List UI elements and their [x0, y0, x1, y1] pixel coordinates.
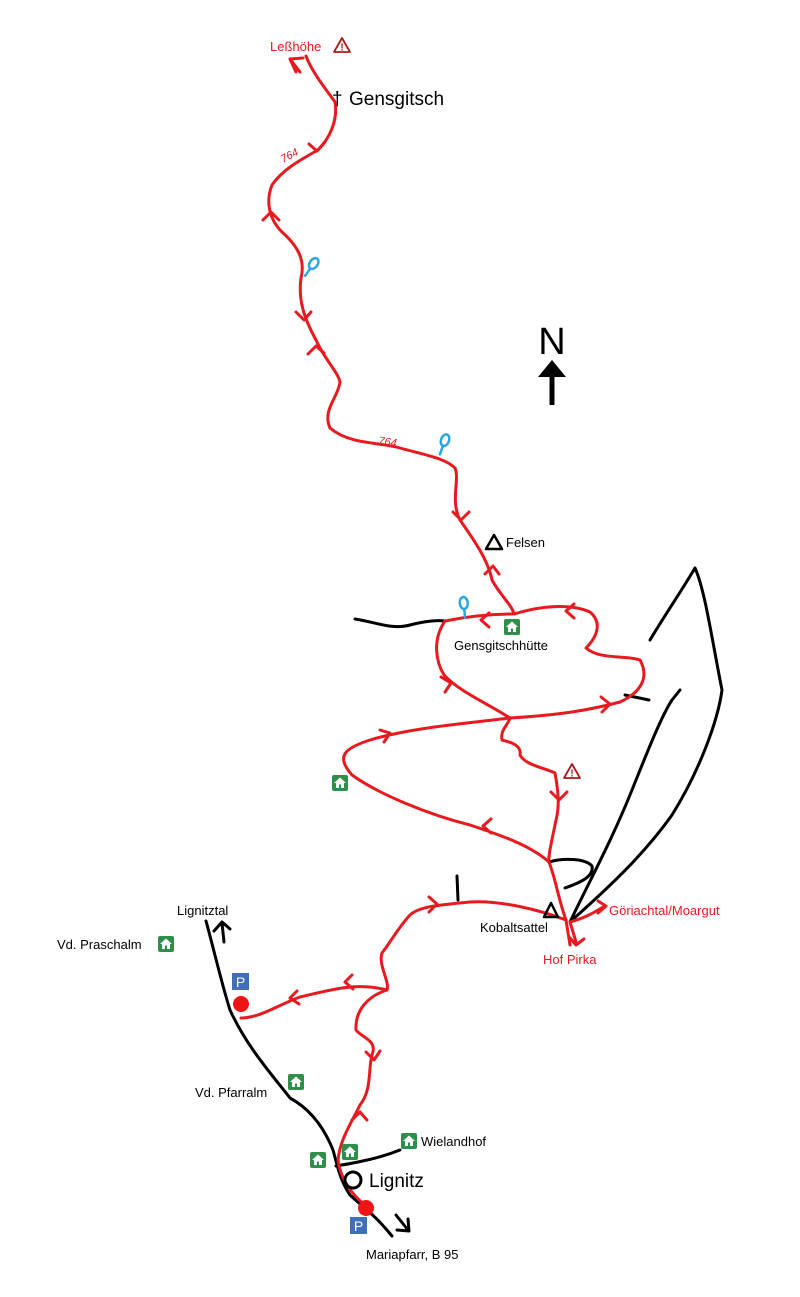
- north-letter: N: [538, 321, 565, 363]
- route-arrow: [568, 936, 586, 947]
- north-arrow: N: [538, 321, 566, 405]
- parking-start-dot: [358, 1200, 374, 1216]
- label-goriachtal: Göriachtal/Moargut: [609, 903, 720, 918]
- route-kobaltsattel-west: [379, 900, 568, 992]
- warning-icon: !: [333, 37, 351, 54]
- warnings: ! !: [333, 37, 581, 780]
- hut-icon: [401, 1133, 417, 1149]
- place-labels: Leßhöhe † Gensgitsch Felsen Gensgitschhü…: [57, 39, 720, 1262]
- hut-icon: [310, 1152, 326, 1168]
- summit-cross-icon: †: [332, 89, 343, 110]
- route-huette-loop-west: [435, 612, 516, 720]
- route-junction-south: [336, 988, 389, 1207]
- route-arrow: [451, 510, 471, 522]
- route-arrows: [261, 56, 612, 1122]
- peak-icon: [484, 533, 504, 551]
- warning-mark: !: [570, 769, 573, 780]
- summits: [484, 533, 560, 919]
- label-lesshoehe: Leßhöhe: [270, 39, 321, 54]
- route-arrow: [343, 973, 355, 991]
- route-arrow: [307, 140, 327, 153]
- warning-mark: !: [340, 43, 343, 54]
- route-arrow: [364, 1049, 382, 1062]
- route-arrow: [261, 210, 281, 222]
- route-arrow: [439, 675, 453, 694]
- spring-icon: [303, 256, 320, 278]
- label-mariapfarr: Mariapfarr, B 95: [366, 1247, 459, 1262]
- route-arrow: [599, 695, 612, 714]
- hut-icon: [288, 1074, 304, 1090]
- parking-icon: [232, 973, 249, 990]
- hut-icon: [342, 1144, 358, 1160]
- hiking-route: [239, 54, 646, 1207]
- label-vd-praschalm: Vd. Praschalm: [57, 937, 142, 952]
- label-vd-pfarralm: Vd. Pfarralm: [195, 1085, 267, 1100]
- route-arrow: [288, 989, 301, 1006]
- parking-letter: P: [354, 1218, 363, 1234]
- label-wielandhof: Wielandhof: [421, 1134, 486, 1149]
- spring-icon: [438, 433, 451, 456]
- arrow-mariapfarr: [394, 1213, 411, 1233]
- trail-number-label: 764: [378, 435, 398, 449]
- road-lignitztal: [204, 919, 394, 1238]
- route-arrow: [427, 895, 439, 914]
- hut-icon: [332, 775, 348, 791]
- label-gensgitsch: Gensgitsch: [349, 89, 444, 110]
- route-arrow: [350, 1110, 369, 1122]
- label-lignitz: Lignitz: [369, 1171, 424, 1192]
- label-hof-pirka: Hof Pirka: [543, 952, 597, 967]
- road-top-spur: [455, 874, 460, 902]
- arrow-lignitztal: [212, 920, 232, 944]
- hut-icon: [158, 936, 174, 952]
- parking-letter: P: [236, 974, 245, 990]
- road-hook: [547, 857, 594, 890]
- route-huette-loop-north: [508, 604, 646, 720]
- route-hof-pirka: [568, 920, 578, 944]
- route-arrow: [479, 611, 491, 629]
- route-arrow: [549, 790, 569, 802]
- label-gensgitschhuette: Gensgitschhütte: [454, 638, 548, 653]
- trail-numbers: 764 764: [279, 146, 398, 449]
- route-arrow: [596, 899, 608, 915]
- route-lesshoehe-to-felsen: [267, 54, 516, 616]
- route-arrow: [294, 310, 313, 322]
- route-arrow: [564, 602, 576, 620]
- route-arrow: [483, 564, 501, 576]
- route-parking-to-junction: [239, 985, 389, 1020]
- direction-arrows: [212, 920, 411, 1233]
- label-kobaltsattel: Kobaltsattel: [480, 920, 548, 935]
- label-lignitztal: Lignitztal: [177, 903, 228, 918]
- route-arrow: [288, 56, 305, 74]
- parking-points: P P: [232, 973, 374, 1234]
- label-felsen: Felsen: [506, 535, 545, 550]
- water-sources: [303, 256, 470, 620]
- road-gensgitsch-west: [353, 617, 447, 629]
- north-arrow-icon: [538, 360, 566, 377]
- peak-icon: [542, 901, 560, 919]
- village-icon: [343, 1170, 363, 1190]
- parking-start-dot: [233, 996, 249, 1012]
- road-wielandhof: [334, 1148, 402, 1168]
- route-west-loop: [342, 716, 551, 864]
- road-east-loop: [568, 566, 724, 924]
- parking-icon: [350, 1217, 367, 1234]
- roads: [204, 566, 724, 1238]
- spring-icon: [458, 595, 470, 620]
- hut-icon: [504, 619, 520, 635]
- warning-icon: !: [563, 763, 581, 780]
- route-arrow: [378, 728, 392, 744]
- route-arrow: [306, 344, 326, 356]
- route-arrow: [481, 817, 493, 835]
